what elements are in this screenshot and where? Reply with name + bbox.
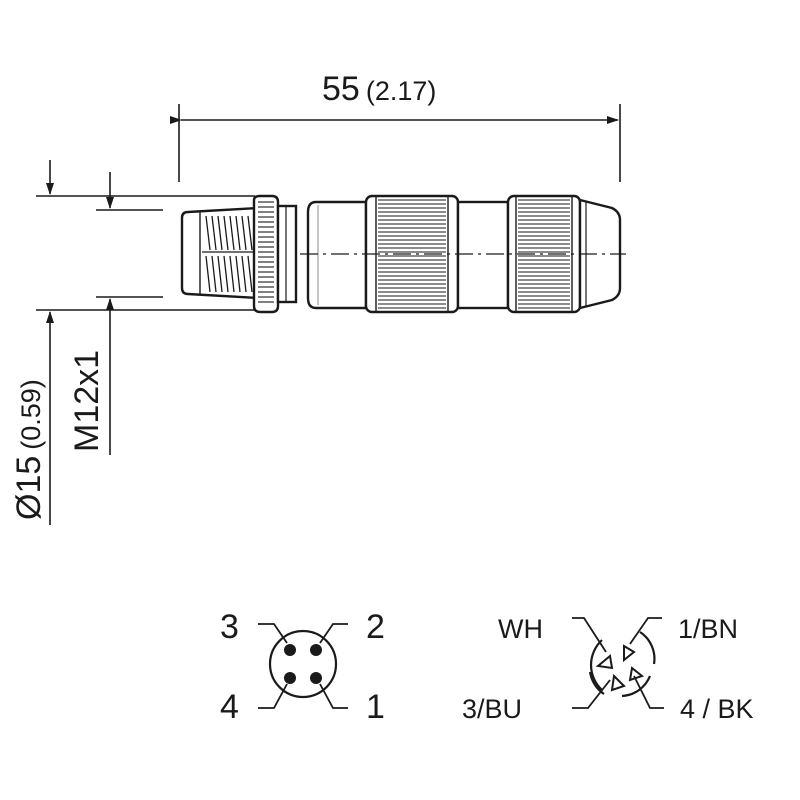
length-dimension <box>170 104 621 182</box>
socket-mark <box>610 673 626 692</box>
pin-label: 3 <box>220 608 239 646</box>
pin-dot <box>284 644 296 656</box>
pin-label: 1 <box>366 688 385 726</box>
coupling-nut <box>252 194 298 314</box>
wire-label: 4 / BK <box>680 694 754 724</box>
diameter-label: Ø15(0.59) <box>10 379 48 520</box>
male-pinout <box>258 623 348 709</box>
pin-dot <box>284 672 296 684</box>
wire-label: 1/BN <box>678 614 738 644</box>
threaded-tip <box>180 206 260 300</box>
diameter-dimension <box>36 160 255 525</box>
pin-label: 4 <box>220 688 239 726</box>
length-label: 55(2.17) <box>322 70 436 108</box>
pin-dot <box>310 644 322 656</box>
socket-mark <box>623 644 636 663</box>
female-pinout <box>572 617 664 709</box>
thread-label: M12x1 <box>68 350 106 452</box>
connector-body <box>180 194 626 314</box>
main-body <box>306 194 622 314</box>
socket-mark <box>595 654 614 670</box>
wire-label: WH <box>498 614 543 644</box>
thread-dimension <box>96 172 163 455</box>
pin-dot <box>310 672 322 684</box>
wire-label: 3/BU <box>462 694 522 724</box>
pin-label: 2 <box>366 608 385 646</box>
